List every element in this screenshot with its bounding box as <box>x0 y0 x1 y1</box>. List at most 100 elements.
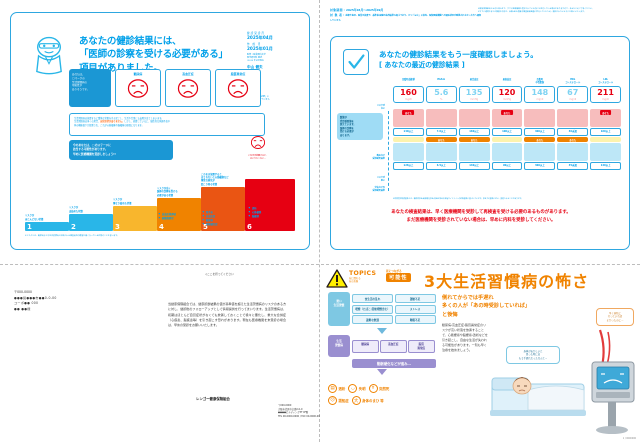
outcome-dialysis: ▤ 透析 <box>328 384 345 393</box>
metric-value: 148 <box>531 88 549 97</box>
dementia-icon: ☹ <box>328 396 337 405</box>
staircase-footnote: ※リスクとは、糖尿病などの生活習慣病と診断される検査項目の数値が悪くなっている状… <box>25 235 119 237</box>
supervisor-affiliation: 監修 / 産業医科大学 医学研究科 教授 (2015 年3月現在) <box>247 54 266 63</box>
address-lines: ●●●県●●●市●●0-0-00 コーポ●● 000 ●● ●●様 <box>14 295 57 312</box>
paralysis-icon: 大 <box>351 396 361 405</box>
threshold-cell: 160以上 <box>458 128 490 136</box>
table-row-high-band: あなた あなた あなた <box>393 109 622 127</box>
metric-unit: % <box>440 98 443 101</box>
condition-item: 腎不全 <box>203 211 218 215</box>
stair-step-2-caption: リスクが 出始めた状態 <box>69 206 83 213</box>
disease-chip: 脂質 異常症 <box>408 339 435 353</box>
metric-label: 最低血圧 <box>502 78 512 81</box>
doctor-mascot-icon <box>31 35 67 75</box>
threshold-cell: 100以上 <box>491 128 523 136</box>
note-line-2: 生活習慣病は多くの場合、自覚症状がありません。しかし、放置していると、慢性的な体… <box>74 120 260 123</box>
right-header-note: ※健康保険組合からのお知らせで、すでに医療機関を受診されている方にも送付している… <box>478 8 594 13</box>
condition-item: 高血圧境界域 <box>159 213 176 217</box>
table-cell <box>524 143 556 161</box>
outcome-blindness: ◡ 失明 <box>348 384 366 393</box>
habit-chip: 運動不足 <box>394 294 436 303</box>
metric-fasting-glucose: 空腹時血糖値 160 mg/dl <box>393 78 424 103</box>
metric-label: LDL コレステロール <box>598 78 614 84</box>
outcome-label: 身体のまひ 等 <box>362 399 384 403</box>
metric-box: 67 mg/dl <box>557 86 589 103</box>
stair-step-4-caption: リスクが高く、 医師の診察を受ける 必要がある状態 <box>157 187 178 197</box>
disease-card-diabetes: 糖尿病 <box>115 69 161 107</box>
table-cell: あなた <box>590 109 622 127</box>
stair-step-1: 1 <box>25 222 69 231</box>
checkmark-icon <box>343 49 369 75</box>
table-cell <box>458 109 490 127</box>
stair-step-number: 2 <box>71 222 76 231</box>
you-are-here-badge: あなた <box>501 110 513 115</box>
you-are-here-badge: あなた <box>536 138 544 142</box>
you-are-here-badge: あなた <box>569 138 577 142</box>
alert-face-caption: このまま放置すると、 はいりたくない… <box>248 155 268 160</box>
metric-value: 160 <box>400 88 417 97</box>
lifestyle-disease-badge: 生活 習慣病 <box>328 335 350 357</box>
exam-month-value: 2025年04月 <box>247 35 273 40</box>
metric-unit: mg/dl <box>536 98 544 101</box>
table-row-lower-thresholds: 126以上 6.5以上 140以上 90以上 300以上 35未満 140以上 <box>393 162 622 170</box>
threshold-cell: 140以上 <box>393 128 424 136</box>
arteriosclerosis-bar: 動脈硬化などが進み… <box>352 359 436 368</box>
organization-name: レンゴー健康保険組合 <box>196 397 230 401</box>
table-row-upper-thresholds: 140以上 7.0以上 160以上 100以上 400以上 30未満 160以上 <box>393 128 622 136</box>
note-line-2b: しかし、放置していると、慢性的な体調不良や <box>124 120 171 124</box>
condition-item: 心筋梗塞 <box>248 211 261 215</box>
you-are-here-badge: あなた <box>402 110 415 115</box>
alert-face-block: このまま放置すると、 はいりたくない… <box>247 135 269 161</box>
metric-label: 空腹時 中性脂肪 <box>535 78 545 84</box>
metric-unit: mg/dl <box>569 98 577 101</box>
table-row-middle-band: あなた あなた あなた あなた <box>393 137 622 142</box>
metric-triglycerides: 空腹時 中性脂肪 148 mg/dl <box>524 78 556 103</box>
topics-badge-sub: 命に関わる 命の危険 <box>349 277 361 284</box>
threshold-cell: 400以上 <box>524 128 556 136</box>
sad-face-icon <box>127 79 149 98</box>
metric-label: HbA1c <box>437 78 446 81</box>
sad-face-icon <box>177 79 199 98</box>
condition-item: 耐糖能異常 <box>159 217 176 221</box>
note-line-3: 体の機能低下が促進され、これが心筋梗塞や脳梗塞の原因になります。 <box>74 123 144 127</box>
death-risk-prefix: 死につながる <box>386 269 402 273</box>
right-header: 対象期間：2025年04月〜2025年09月 対 象 者：血糖や血圧、脂質の検査… <box>330 8 630 23</box>
threshold-cell: 300以上 <box>524 162 556 170</box>
warning-triangle-icon <box>326 269 348 288</box>
condition-item: 動脈硬化症 <box>203 223 218 227</box>
outcome-icon-list: ▤ 透析 ◡ 失明 ✝ 突然死 ☹ 認知症 大 <box>328 384 438 408</box>
topics-section: TOPICS 命に関わる 命の危険 死につながる 可能性 3大生活習慣病の怖さ … <box>320 266 640 442</box>
table-cell <box>557 109 589 127</box>
fold-instruction: ◁ここを折ってください <box>205 272 234 276</box>
hospital-illustration <box>488 326 638 438</box>
metric-value: 211 <box>597 88 614 97</box>
threshold-cell: 140以上 <box>458 162 490 170</box>
disease-name: 脂質異常症 <box>230 72 246 76</box>
threshold-cell: 160以上 <box>590 128 622 136</box>
you-are-here-badge: あなた <box>470 138 478 142</box>
outcome-row: ▤ 透析 ◡ 失明 ✝ 突然死 <box>328 384 438 393</box>
condition-item: 糖尿病 <box>203 219 218 223</box>
threshold-cell: 6.5以上 <box>425 162 457 170</box>
supervisor-name: 中山 健夫 <box>247 64 263 69</box>
disease-row: 生活 習慣病 糖尿病 高血圧症 脂質 異常症 <box>328 335 436 357</box>
note-line-1: 生活習慣病は放置すると重篤な状態を引き起こし、生活や仕事にも支障が出てしまいます… <box>74 117 164 120</box>
organization-address: 〒000-0000 大阪市北区中之島0-0-0 ●●●●ビルディング3F 0F階… <box>278 404 323 419</box>
metric-box: 135 mmHg <box>458 86 490 103</box>
exam-month-label: 健診受診月 <box>247 32 265 35</box>
sudden-death-icon: ✝ <box>368 384 378 393</box>
metric-box: 160 mg/dl <box>393 86 424 103</box>
stair-step-3-caption: リスクが 重なり始めた状態 <box>113 198 132 205</box>
metric-value: 5.6 <box>434 88 449 97</box>
disease-chip-group: 糖尿病 高血圧症 脂質 異常症 <box>352 339 436 353</box>
target-value: 血糖や血圧、脂質の検査で、基準値・保健の指導基準を超えており、かつ「以上」に該当… <box>330 14 481 22</box>
outcome-dementia: ☹ 認知症 <box>328 396 349 405</box>
made-month-label: 作 成 月 <box>247 43 262 46</box>
lifestyle-warning-note: 生活習慣病は放置すると重篤な状態を引き起こし、生活や仕事にも支障が出てしまいます… <box>69 113 265 136</box>
recheck-results-panel: あなたの健診結果をもう一度確認しましょう。 [ あなたの最近の健診結果 ] 空腹… <box>330 36 630 250</box>
disease-name: 糖尿病 <box>133 72 143 76</box>
horizontal-fold-line <box>0 264 640 265</box>
axis-low-risk-label: リスクが 低い <box>376 177 385 182</box>
table-cell <box>393 143 424 161</box>
table-cell <box>557 143 589 161</box>
